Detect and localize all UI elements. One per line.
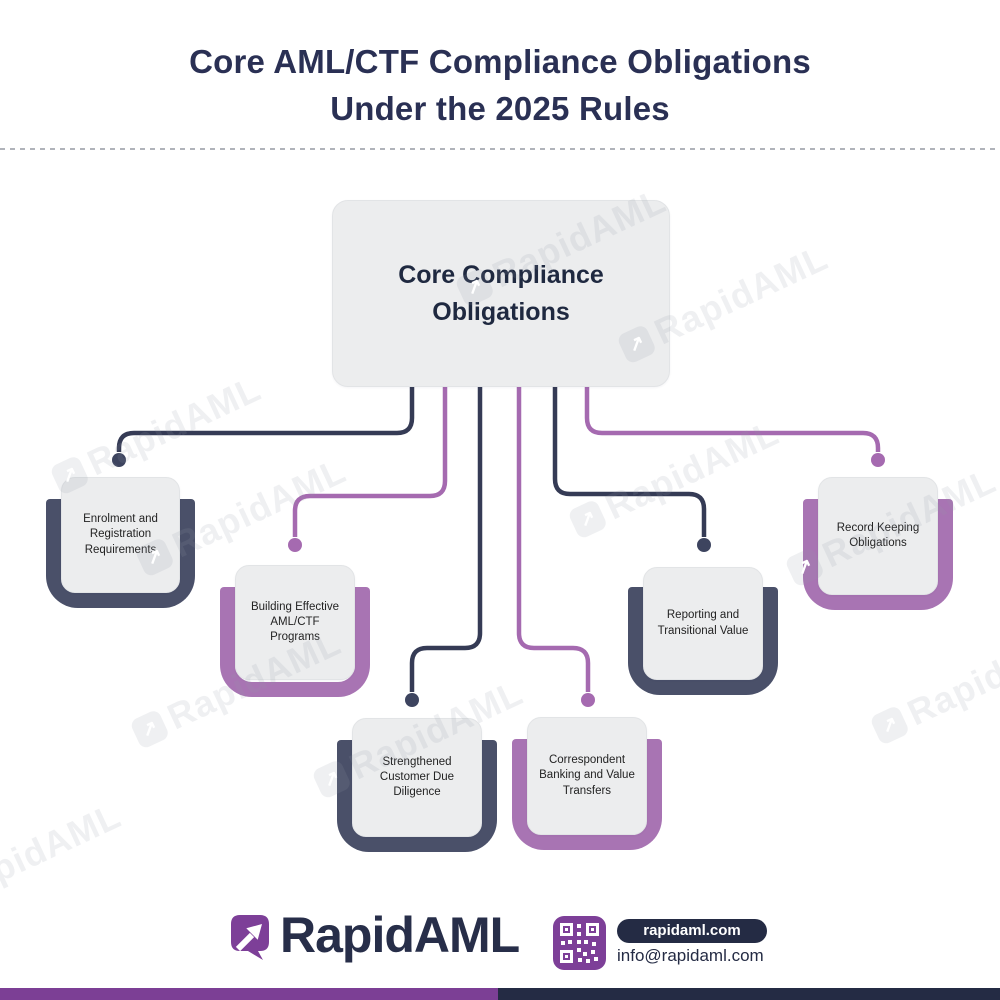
- node-bracket: [337, 740, 497, 852]
- connector-endpoint-dot: [288, 538, 302, 552]
- watermark: ↗RapidAML: [867, 618, 1000, 751]
- node-bracket: [628, 587, 778, 695]
- website-link[interactable]: rapidaml.com: [617, 919, 767, 943]
- dashed-divider: [0, 148, 1000, 150]
- footer-bar-purple: [0, 988, 498, 1000]
- connector-reporting: [552, 387, 707, 537]
- page-title: Core AML/CTF Compliance Obligations Unde…: [0, 38, 1000, 132]
- connector-enrolment: [116, 387, 415, 452]
- node-label: Record Keeping Obligations: [836, 521, 920, 549]
- node-records: Record Keeping Obligations: [818, 477, 938, 595]
- node-programs: Building Effective AML/CTF Programs: [235, 565, 355, 680]
- node-label: Enrolment and Registration Requirements: [83, 513, 158, 556]
- page-title-line2: Under the 2025 Rules: [330, 90, 670, 127]
- connector-endpoint-dot: [112, 453, 126, 467]
- watermark-logo-icon: ↗: [128, 708, 171, 750]
- connector-correspondent: [516, 387, 591, 692]
- email-link[interactable]: info@rapidaml.com: [617, 946, 764, 965]
- node-enrolment: Enrolment and Registration Requirements: [61, 477, 180, 593]
- connector-endpoint-dot: [405, 693, 419, 707]
- node-bracket: [803, 499, 953, 610]
- node-correspondent: Correspondent Banking and Value Transfer…: [527, 717, 647, 835]
- node-cdd: Strengthened Customer Due Diligence: [352, 718, 482, 837]
- connector-cdd: [409, 387, 483, 692]
- brand-name: RapidAML: [280, 907, 520, 963]
- connector-records: [584, 387, 881, 452]
- footer: RapidAML rapidaml.com info@rapidaml.com: [0, 900, 1000, 988]
- node-label: Core Compliance Obligations: [398, 261, 604, 326]
- node-label: Strengthened Customer Due Diligence: [379, 755, 455, 799]
- qr-code: [553, 916, 606, 970]
- node-core-compliance: Core Compliance Obligations: [332, 200, 670, 387]
- node-bracket: [220, 587, 370, 697]
- connector-programs: [292, 387, 448, 537]
- watermark-logo-icon: ↗: [868, 704, 911, 746]
- connector-endpoint-dot: [871, 453, 885, 467]
- node-bracket: [512, 739, 662, 850]
- node-label: Correspondent Banking and Value Transfer…: [539, 754, 635, 797]
- footer-bar-navy: [498, 988, 1000, 1000]
- node-bracket: [46, 499, 195, 608]
- watermark-logo-icon: ↗: [566, 498, 609, 540]
- node-reporting: Reporting and Transitional Value: [643, 567, 763, 680]
- rapidaml-logo-icon: [231, 915, 269, 960]
- node-label: Building Effective AML/CTF Programs: [250, 600, 339, 644]
- node-label: Reporting and Transitional Value: [657, 609, 749, 637]
- connector-endpoint-dot: [581, 693, 595, 707]
- watermark: ↗RapidAML: [565, 412, 786, 545]
- page-title-line1: Core AML/CTF Compliance Obligations: [189, 43, 811, 80]
- connector-endpoint-dot: [697, 538, 711, 552]
